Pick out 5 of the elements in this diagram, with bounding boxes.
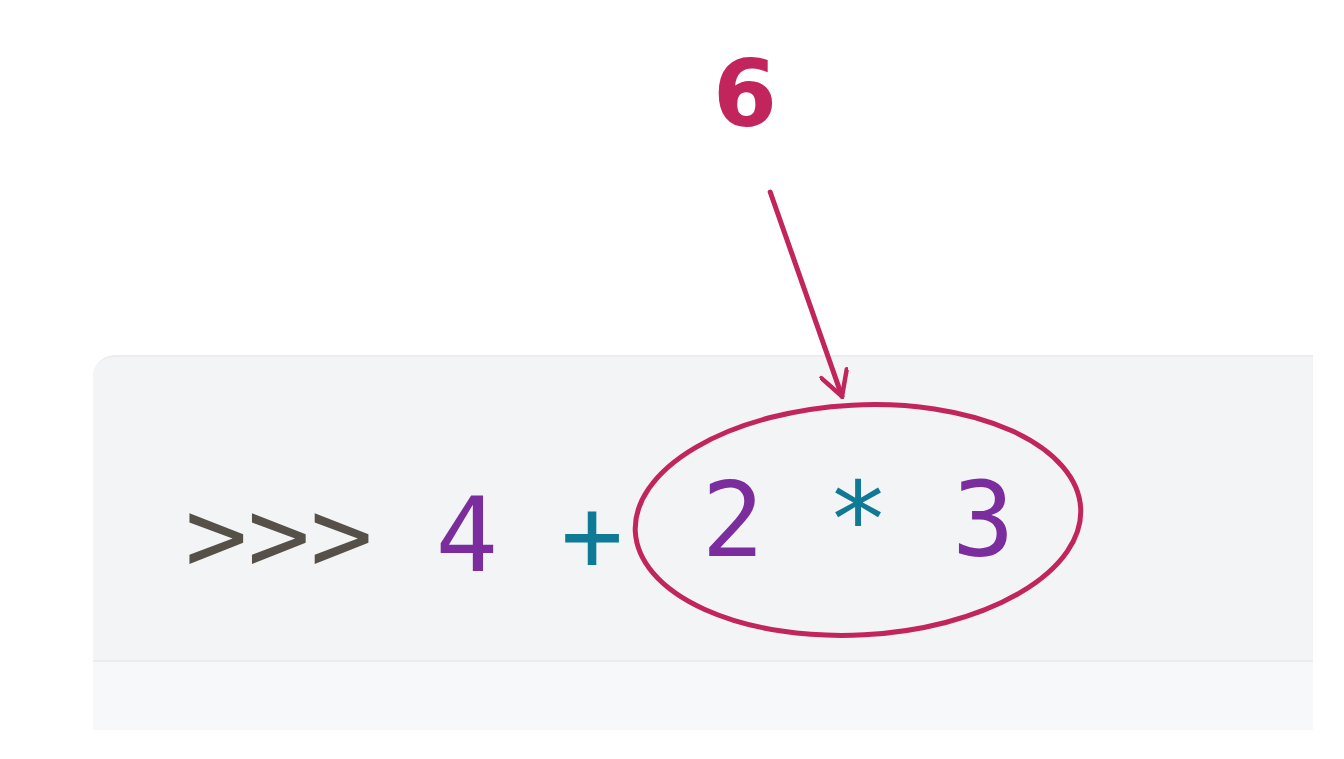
code-expression: 2 * 3 (701, 468, 1015, 572)
arrow (767, 189, 850, 399)
code-text: >>> 4 + (185, 483, 624, 587)
code-panel (93, 355, 1313, 730)
annotation-number: 6 (700, 40, 790, 150)
